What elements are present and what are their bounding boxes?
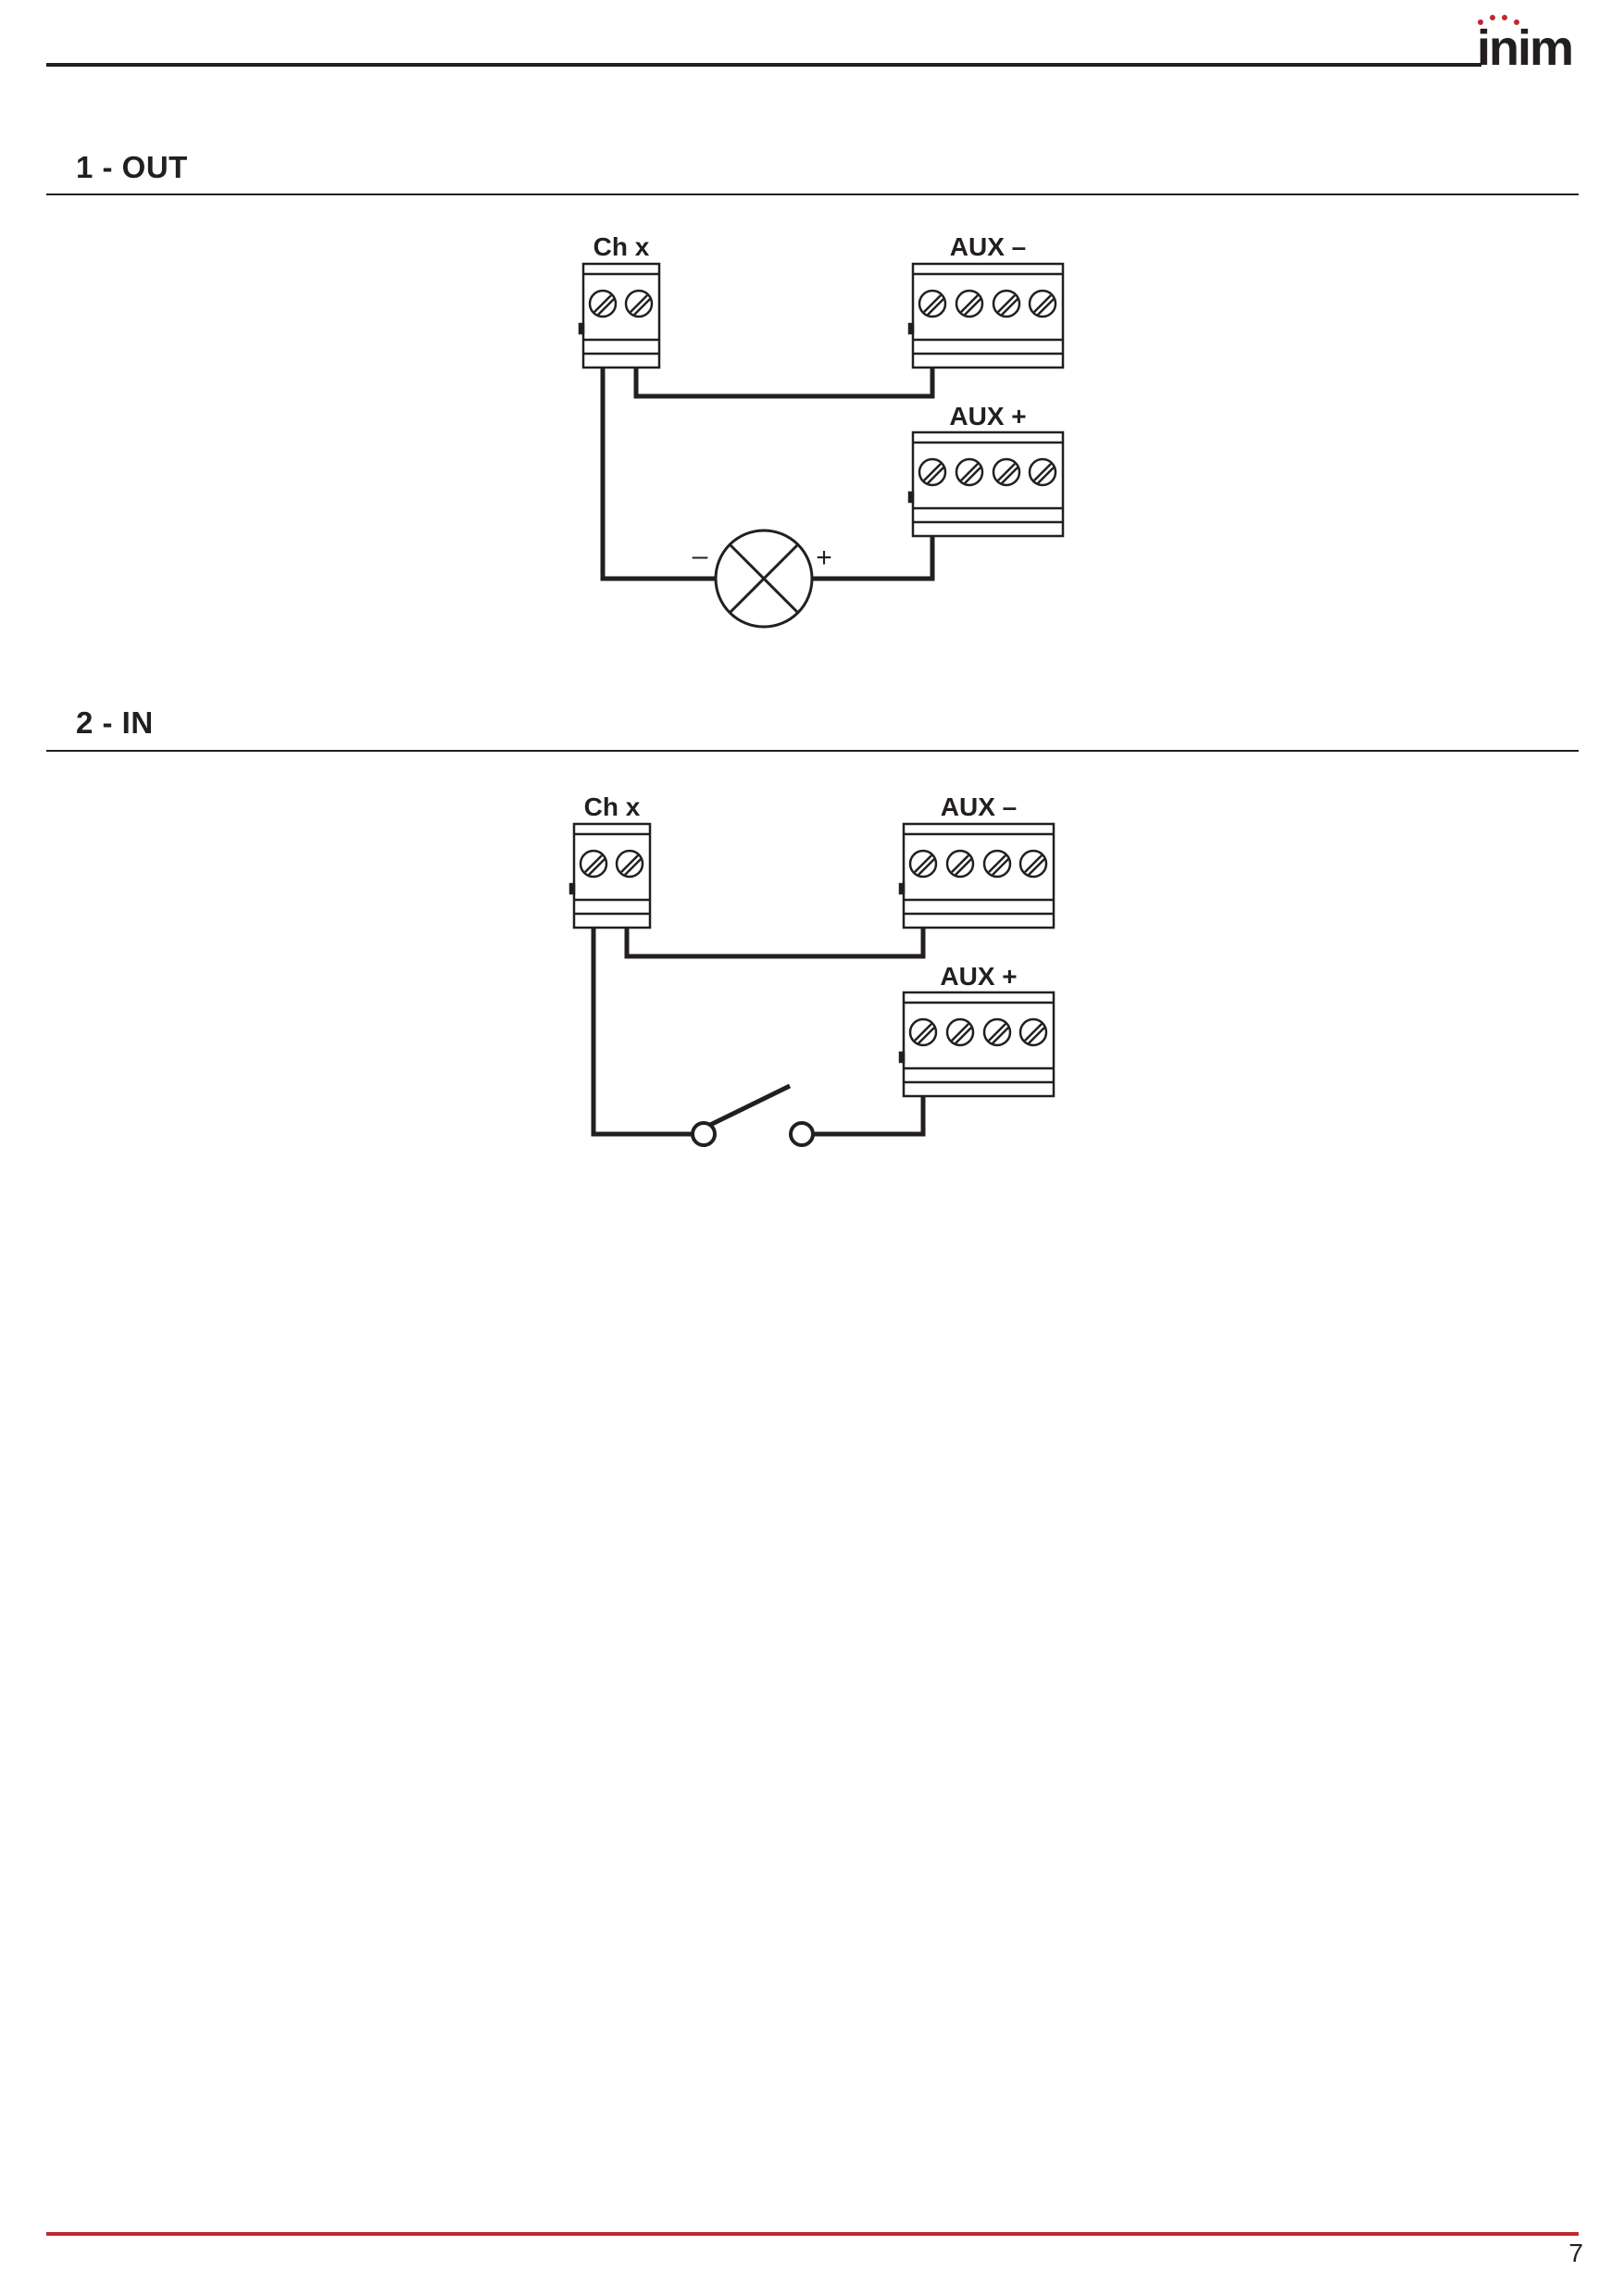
screw-icon bbox=[624, 289, 654, 318]
in-wiring-diagram: Ch x AUX – AUX + bbox=[568, 792, 1056, 1147]
header-rule bbox=[46, 63, 1481, 67]
section-title-out: 1 - OUT bbox=[76, 150, 188, 184]
screw-icon bbox=[945, 849, 975, 879]
aux-plus-terminal-block bbox=[898, 991, 1056, 1098]
screw-icon bbox=[615, 849, 644, 879]
screw-icon bbox=[1028, 457, 1057, 487]
label-aux-plus: AUX + bbox=[940, 962, 1017, 991]
screw-icon bbox=[908, 849, 938, 879]
screw-icon bbox=[955, 289, 984, 318]
screw-icon bbox=[588, 289, 618, 318]
page-number: 7 bbox=[1568, 2239, 1583, 2267]
screw-icon bbox=[982, 1017, 1012, 1047]
label-aux-minus: AUX – bbox=[941, 792, 1017, 821]
ch-x-terminal-block bbox=[568, 822, 652, 929]
footer-rule bbox=[46, 2232, 1579, 2236]
screw-icon bbox=[918, 457, 947, 487]
label-plus-sign: + bbox=[816, 543, 832, 573]
switch-icon bbox=[691, 1121, 815, 1147]
section-title-in: 2 - IN bbox=[76, 705, 154, 740]
screw-icon bbox=[1018, 849, 1048, 879]
lamp-icon bbox=[714, 529, 814, 629]
logo-wordmark: inim bbox=[1477, 20, 1572, 72]
screw-icon bbox=[1028, 289, 1057, 318]
label-minus-sign: – bbox=[693, 541, 708, 571]
label-ch-x: Ch x bbox=[584, 792, 641, 821]
aux-minus-terminal-block bbox=[898, 822, 1056, 929]
screw-icon bbox=[579, 849, 608, 879]
wires bbox=[591, 928, 926, 1137]
inim-logo: inim bbox=[1477, 15, 1574, 72]
label-aux-minus: AUX – bbox=[950, 232, 1026, 261]
ch-x-terminal-block bbox=[578, 262, 661, 369]
label-aux-plus: AUX + bbox=[949, 402, 1026, 430]
screw-icon bbox=[982, 849, 1012, 879]
screw-icon bbox=[955, 457, 984, 487]
aux-plus-terminal-block bbox=[907, 430, 1065, 538]
wires bbox=[600, 368, 935, 581]
screw-icon bbox=[992, 289, 1021, 318]
aux-minus-terminal-block bbox=[907, 262, 1065, 369]
screw-icon bbox=[945, 1017, 975, 1047]
screw-icon bbox=[918, 289, 947, 318]
section-rule-out bbox=[46, 193, 1579, 195]
section-rule-in bbox=[46, 750, 1579, 752]
screw-icon bbox=[992, 457, 1021, 487]
screw-icon bbox=[1018, 1017, 1048, 1047]
screw-icon bbox=[908, 1017, 938, 1047]
label-ch-x: Ch x bbox=[593, 232, 650, 261]
out-wiring-diagram: Ch x AUX – AUX + – + bbox=[578, 232, 1065, 629]
